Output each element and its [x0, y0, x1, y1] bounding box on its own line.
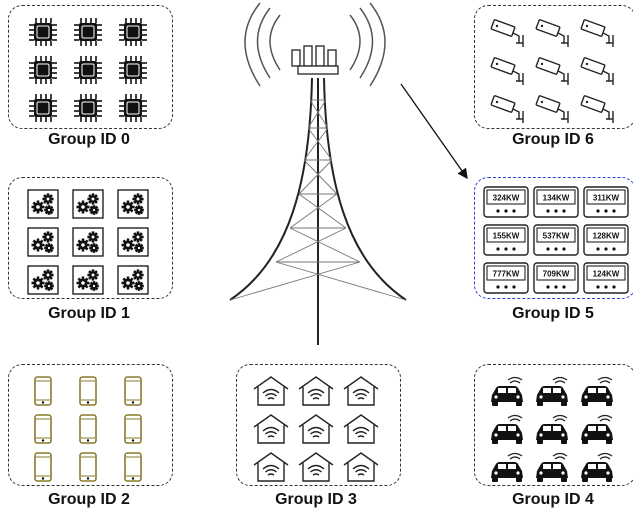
gears-icon [68, 264, 108, 296]
smart-home-icon [296, 451, 336, 483]
meter-reading: 324KW [493, 194, 520, 203]
group-label-g1: Group ID 1 [48, 305, 130, 322]
smart-home-icon [341, 451, 381, 483]
smart-home-icon [251, 375, 291, 407]
meter-reading: 124KW [593, 270, 620, 279]
connected-car-icon [577, 375, 617, 407]
group-box-g3 [236, 364, 401, 486]
connected-car-icon [532, 375, 572, 407]
security-camera-icon [577, 16, 617, 48]
smart-home-icon [251, 413, 291, 445]
smart-meter-icon: 134KW [533, 186, 579, 218]
group-box-g4 [474, 364, 633, 486]
smart-meter-icon: 128KW [583, 224, 629, 256]
smart-home-icon [296, 375, 336, 407]
smartphone-icon [23, 451, 63, 483]
cell-tower-icon [229, 2, 407, 345]
smartphone-icon [68, 451, 108, 483]
connected-car-icon [487, 413, 527, 445]
security-camera-icon [487, 92, 527, 124]
connected-car-icon [487, 375, 527, 407]
connected-car-icon [577, 451, 617, 483]
cpu-chip-icon [23, 16, 63, 48]
cpu-chip-icon [113, 16, 153, 48]
security-camera-icon [487, 54, 527, 86]
gears-icon [113, 264, 153, 296]
group-label-g3: Group ID 3 [275, 491, 357, 508]
smartphone-icon [113, 413, 153, 445]
meter-reading: 777KW [493, 270, 520, 279]
cpu-chip-icon [68, 54, 108, 86]
meter-reading: 155KW [493, 232, 520, 241]
smart-meter-icon: 155KW [483, 224, 529, 256]
cpu-chip-icon [23, 54, 63, 86]
smart-meter-icon: 777KW [483, 262, 529, 294]
cpu-chip-icon [68, 92, 108, 124]
smartphone-icon [68, 375, 108, 407]
smartphone-icon [113, 451, 153, 483]
meter-reading: 709KW [543, 270, 570, 279]
group-label-g6: Group ID 6 [512, 131, 594, 148]
security-camera-icon [532, 16, 572, 48]
group-label-g5: Group ID 5 [512, 305, 594, 322]
group-box-g2 [8, 364, 173, 486]
meter-reading: 311KW [593, 194, 620, 203]
signal-arrow [400, 83, 468, 180]
gears-icon [68, 226, 108, 258]
smart-meter-icon: 537KW [533, 224, 579, 256]
connected-car-icon [532, 413, 572, 445]
security-camera-icon [532, 92, 572, 124]
gears-icon [68, 188, 108, 220]
smart-meter-icon: 709KW [533, 262, 579, 294]
security-camera-icon [577, 92, 617, 124]
group-box-g0 [8, 5, 173, 129]
smart-home-icon [341, 413, 381, 445]
smartphone-icon [23, 413, 63, 445]
connected-car-icon [487, 451, 527, 483]
smartphone-icon [113, 375, 153, 407]
gears-icon [23, 188, 63, 220]
connected-car-icon [577, 413, 617, 445]
meter-reading: 134KW [543, 194, 570, 203]
smart-home-icon [296, 413, 336, 445]
cpu-chip-icon [113, 54, 153, 86]
cpu-chip-icon [113, 92, 153, 124]
meter-reading: 128KW [593, 232, 620, 241]
smart-meter-icon: 311KW [583, 186, 629, 218]
smart-meter-icon: 124KW [583, 262, 629, 294]
gears-icon [113, 188, 153, 220]
connected-car-icon [532, 451, 572, 483]
group-box-g5: 324KW 134KW [474, 177, 633, 299]
group-label-g2: Group ID 2 [48, 491, 130, 508]
cpu-chip-icon [68, 16, 108, 48]
group-box-g6 [474, 5, 633, 129]
group-label-g0: Group ID 0 [48, 131, 130, 148]
security-camera-icon [577, 54, 617, 86]
smartphone-icon [23, 375, 63, 407]
meter-reading: 537KW [543, 232, 570, 241]
smartphone-icon [68, 413, 108, 445]
gears-icon [23, 226, 63, 258]
security-camera-icon [532, 54, 572, 86]
group-label-g4: Group ID 4 [512, 491, 594, 508]
group-box-g1 [8, 177, 173, 299]
gears-icon [113, 226, 153, 258]
gears-icon [23, 264, 63, 296]
cpu-chip-icon [23, 92, 63, 124]
smart-home-icon [341, 375, 381, 407]
smart-home-icon [251, 451, 291, 483]
security-camera-icon [487, 16, 527, 48]
smart-meter-icon: 324KW [483, 186, 529, 218]
